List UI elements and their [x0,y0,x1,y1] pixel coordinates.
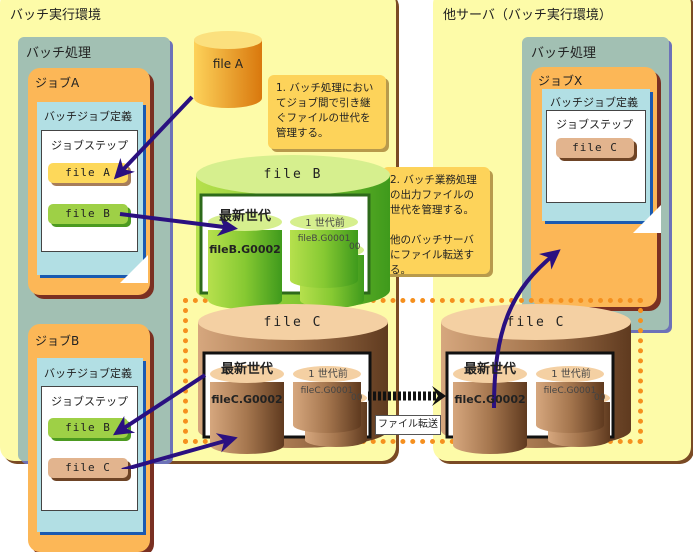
transfer-arrow-head-icon [432,386,446,406]
file-c-right-latest-file: fileC.G0002 [454,393,526,406]
job-b-step-title: ジョブステップ [51,395,128,408]
job-a-definition-title: バッチジョブ定義 [44,110,132,123]
job-b-title: ジョブB [35,334,80,348]
job-a-title: ジョブA [35,76,80,90]
job-a-step [41,130,138,252]
job-a-file-a[interactable]: file A [48,163,128,183]
file-c-left-prev-label: 1 世代前 [308,369,348,380]
file-c-right-storage-cylinder[interactable] [441,304,631,454]
file-b-storage-label: file B [263,167,323,182]
job-b-definition-title: バッチジョブ定義 [44,367,132,380]
page-fold-icon [633,205,661,233]
file-b-prev-file: fileB.G0001 [297,234,351,244]
callout-1: 1. バッチ処理におい てジョブ間で引き継 ぐファイルの世代を 管理する。 [268,75,386,149]
job-b-file-b[interactable]: file B [48,418,128,438]
file-c-left-older-suffix: 00 [351,393,363,403]
file-c-right-storage-label: file C [506,315,566,330]
file-b-latest-file: fileB.G0002 [209,243,281,256]
file-b-latest-cylinder [208,230,282,309]
job-a-file-b[interactable]: file B [48,204,128,224]
job-x-file-c[interactable]: file C [556,138,634,158]
file-c-right-older-suffix: 00 [594,393,606,403]
diagram-graphics [112,31,631,469]
job-a-step-title: ジョブステップ [51,139,128,152]
file-c-left-storage-label: file C [263,315,323,330]
file-c-right-latest-label: 最新世代 [463,362,516,377]
arrow-file-b-to-job-b [112,373,207,436]
file-c-right-prev-file: fileC.G0001 [543,386,597,396]
file-b-storage-cylinder[interactable] [196,155,390,310]
job-x-title: ジョブX [538,74,583,88]
file-b-older-suffix: 00 [349,242,361,252]
file-a-cylinder[interactable] [194,31,262,108]
left-environment-title: バッチ実行環境 [10,8,102,23]
job-x-step-title: ジョブステップ [556,118,633,131]
file-transfer-label: ファイル転送 [375,415,441,435]
file-c-left-prev-file: fileC.G0001 [300,386,354,396]
file-b-prev-cylinder [290,230,358,288]
file-c-left-latest-file: fileC.G0002 [211,393,283,406]
file-c-left-storage-cylinder[interactable] [198,304,388,454]
file-a-cylinder-label: file A [212,57,244,71]
left-batch-title: バッチ処理 [26,46,92,61]
right-batch-title: バッチ処理 [531,46,597,61]
arrow-job-a-to-file-b [119,212,238,237]
arrow-job-b-to-file-c [121,433,238,469]
page-fold-icon [120,255,148,283]
arrow-file-a-to-job-a [113,95,194,180]
file-b-latest-label: 最新世代 [218,209,271,224]
file-c-right-prev-label: 1 世代前 [551,369,591,380]
arrow-file-c-to-job-x [492,249,561,409]
right-environment-title: 他サーバ（バッチ実行環境） [443,8,612,23]
job-x-definition-title: バッチジョブ定義 [550,96,638,109]
transfer-scope-box [183,298,643,444]
file-c-left-latest-label: 最新世代 [220,362,273,377]
file-b-prev-label: 1 世代前 [305,218,345,229]
callout-2: 2. バッチ業務処理 の出力ファイルの 世代を管理する。 他のバッチサーバ にフ… [382,167,490,276]
